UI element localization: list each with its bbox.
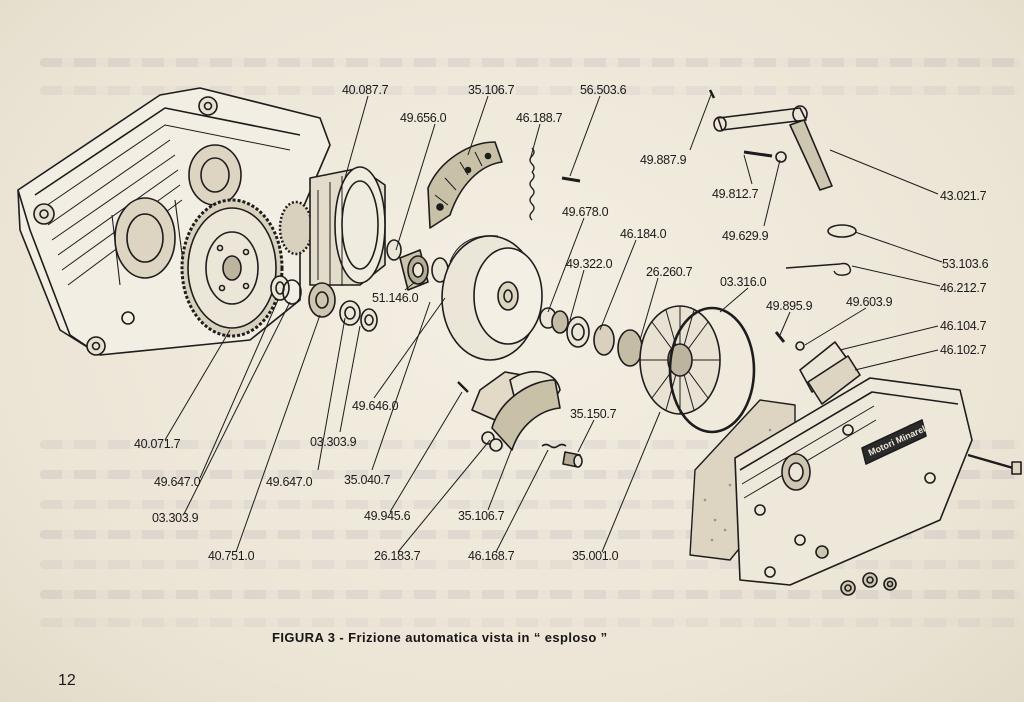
part-label: 49.603.9: [846, 295, 893, 309]
leader-lines: [164, 91, 943, 553]
part-label: 46.212.7: [940, 281, 987, 295]
part-label: 40.071.7: [134, 437, 181, 451]
part-label: 46.188.7: [516, 111, 563, 125]
part-labels: 40.087.7 35.106.7 56.503.6 49.656.0 46.1…: [134, 83, 989, 563]
part-label: 49.647.0: [154, 475, 201, 489]
part-label: 03.303.9: [152, 511, 199, 525]
part-label: 46.104.7: [940, 319, 987, 333]
part-label: 49.887.9: [640, 153, 687, 167]
bolt: [774, 331, 786, 343]
part-label: 49.678.0: [562, 205, 609, 219]
part-label: 40.087.7: [342, 83, 389, 97]
washer-stack: [270, 275, 378, 332]
part-label: 26.183.7: [374, 549, 421, 563]
part-label: 49.322.0: [566, 257, 613, 271]
part-label: 03.303.9: [310, 435, 357, 449]
o-ring: [668, 306, 756, 434]
roller: [562, 451, 583, 468]
figure-caption: FIGURA 3 - Frizione automatica vista in …: [272, 630, 608, 645]
part-label: 35.106.7: [458, 509, 505, 523]
clutch-shoe-bottom: [457, 371, 561, 452]
large-gear: [180, 198, 284, 338]
part-label: 51.146.0: [372, 291, 419, 305]
bushing: [386, 239, 449, 291]
circlip: [827, 224, 857, 238]
clutch-plate: [441, 235, 543, 361]
pinion-gear: [278, 200, 314, 256]
part-label: 49.812.7: [712, 187, 759, 201]
part-label: 49.656.0: [400, 111, 447, 125]
part-label: 35.040.7: [344, 473, 391, 487]
screw: [743, 150, 773, 158]
pin: [561, 176, 581, 183]
part-label: 46.184.0: [620, 227, 667, 241]
part-label: 43.021.7: [940, 189, 987, 203]
nut: [775, 151, 787, 163]
part-label: 03.316.0: [720, 275, 767, 289]
part-label: 35.001.0: [572, 549, 619, 563]
part-label: 26.260.7: [646, 265, 693, 279]
part-label: 49.629.9: [722, 229, 769, 243]
clutch-bell: [309, 166, 386, 286]
torsion-spring: [785, 262, 852, 276]
small-spring: [541, 443, 567, 449]
part-label: 53.103.6: [942, 257, 989, 271]
page-number: 12: [58, 672, 76, 689]
part-label: 49.647.0: [266, 475, 313, 489]
part-label: 35.150.7: [570, 407, 617, 421]
part-label: 49.895.9: [766, 299, 813, 313]
brackets: [799, 341, 861, 405]
part-label: 49.945.6: [364, 509, 411, 523]
hub-parts: [539, 307, 643, 367]
part-label: 49.646.0: [352, 399, 399, 413]
release-lever: [708, 89, 833, 191]
part-label: 35.106.7: [468, 83, 515, 97]
cover-bolts: [815, 545, 897, 596]
part-label: 46.102.7: [940, 343, 987, 357]
part-label: 56.503.6: [580, 83, 627, 97]
part-label: 46.168.7: [468, 549, 515, 563]
washer: [795, 341, 805, 351]
clutch-shoe-top: [427, 141, 503, 229]
fan-impeller: [639, 305, 721, 415]
part-label: 40.751.0: [208, 549, 255, 563]
